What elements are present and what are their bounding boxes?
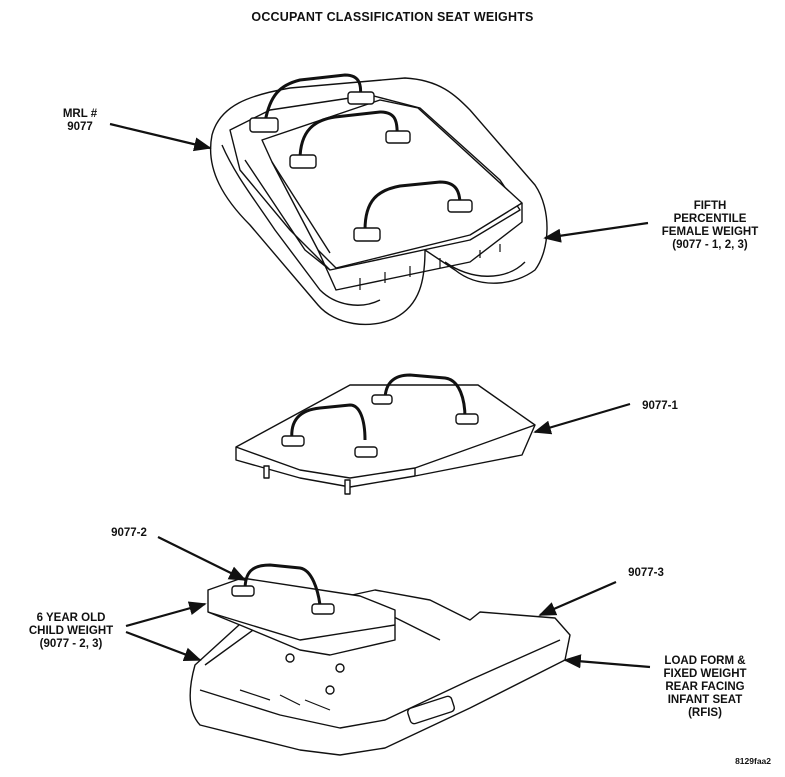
rfis-base-and-child-weight [189, 563, 571, 756]
arrow-rfis [563, 654, 651, 669]
label-9077-2: 9077-2 [111, 527, 147, 539]
arrow-child-1 [125, 601, 207, 628]
label-9077-3: 9077-3 [628, 567, 664, 579]
plate-9077-1 [235, 373, 536, 495]
arrow-fifth [543, 221, 649, 243]
figure-id: 8129faa2 [735, 756, 771, 766]
arrow-9077-1 [533, 402, 631, 435]
arrow-child-2 [125, 630, 202, 662]
leader-arrows [109, 122, 651, 669]
label-9077-1: 9077-1 [642, 400, 678, 412]
arrow-9077-2 [157, 536, 247, 581]
assembled-weight-stack [210, 73, 548, 326]
label-mrl: MRL #9077 [62, 108, 98, 133]
arrow-mrl [109, 122, 212, 152]
diagram-title: OCCUPANT CLASSIFICATION SEAT WEIGHTS [251, 10, 534, 24]
arrow-9077-3 [538, 580, 617, 617]
